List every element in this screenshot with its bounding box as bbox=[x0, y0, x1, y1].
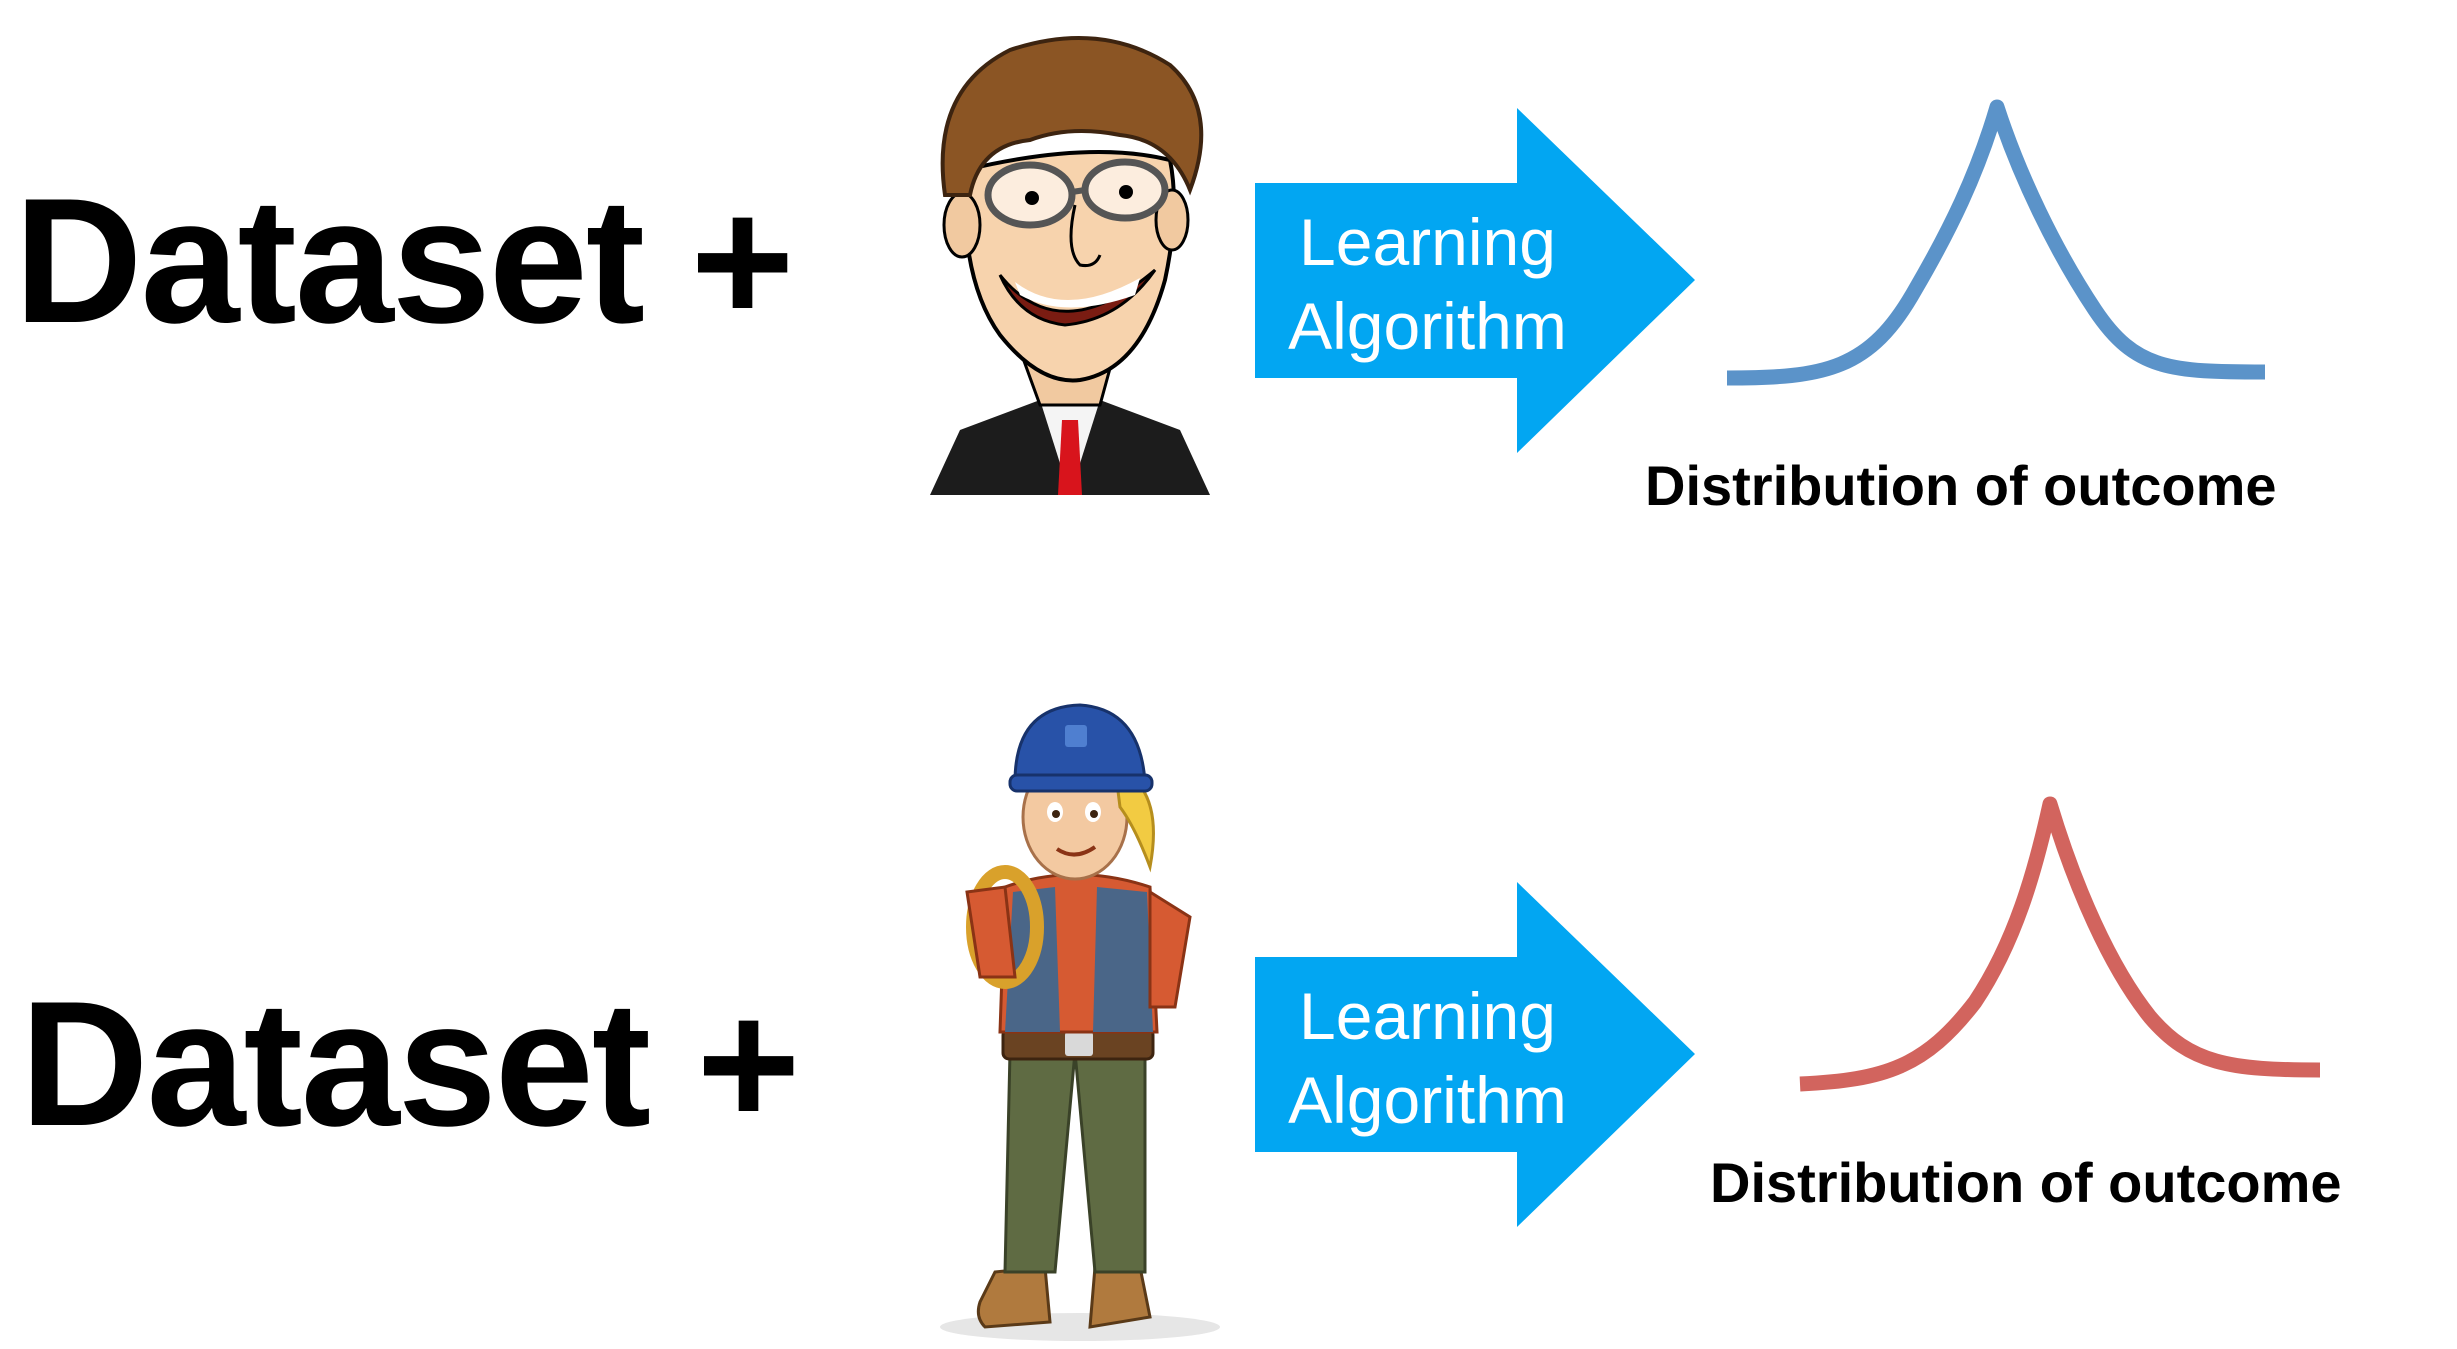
construction-worker-icon bbox=[925, 677, 1235, 1344]
distribution-caption: Distribution of outcome bbox=[1645, 454, 2277, 517]
arrow-label-line-1: Learning bbox=[1299, 979, 1556, 1053]
learning-algorithm-arrow: Learning Algorithm bbox=[1255, 108, 1695, 453]
distribution-curve-icon bbox=[1715, 80, 2275, 400]
dataset-label: Dataset + bbox=[20, 964, 800, 1163]
arrow-label-line-2: Algorithm bbox=[1288, 1063, 1567, 1137]
arrow-label-line-1: Learning bbox=[1299, 205, 1556, 279]
pipeline-row-1: Dataset + bbox=[0, 0, 2457, 672]
learning-algorithm-arrow: Learning Algorithm bbox=[1255, 882, 1695, 1227]
caricature-man-icon bbox=[890, 20, 1250, 495]
arrow-right-icon bbox=[1255, 108, 1695, 453]
distribution-caption: Distribution of outcome bbox=[1710, 1151, 2342, 1214]
arrow-label-line-2: Algorithm bbox=[1288, 289, 1567, 363]
arrow-right-icon bbox=[1255, 882, 1695, 1227]
pipeline-row-2: Dataset + bbox=[0, 672, 2457, 1344]
dataset-label: Dataset + bbox=[14, 161, 794, 360]
distribution-curve-icon bbox=[1790, 792, 2330, 1112]
